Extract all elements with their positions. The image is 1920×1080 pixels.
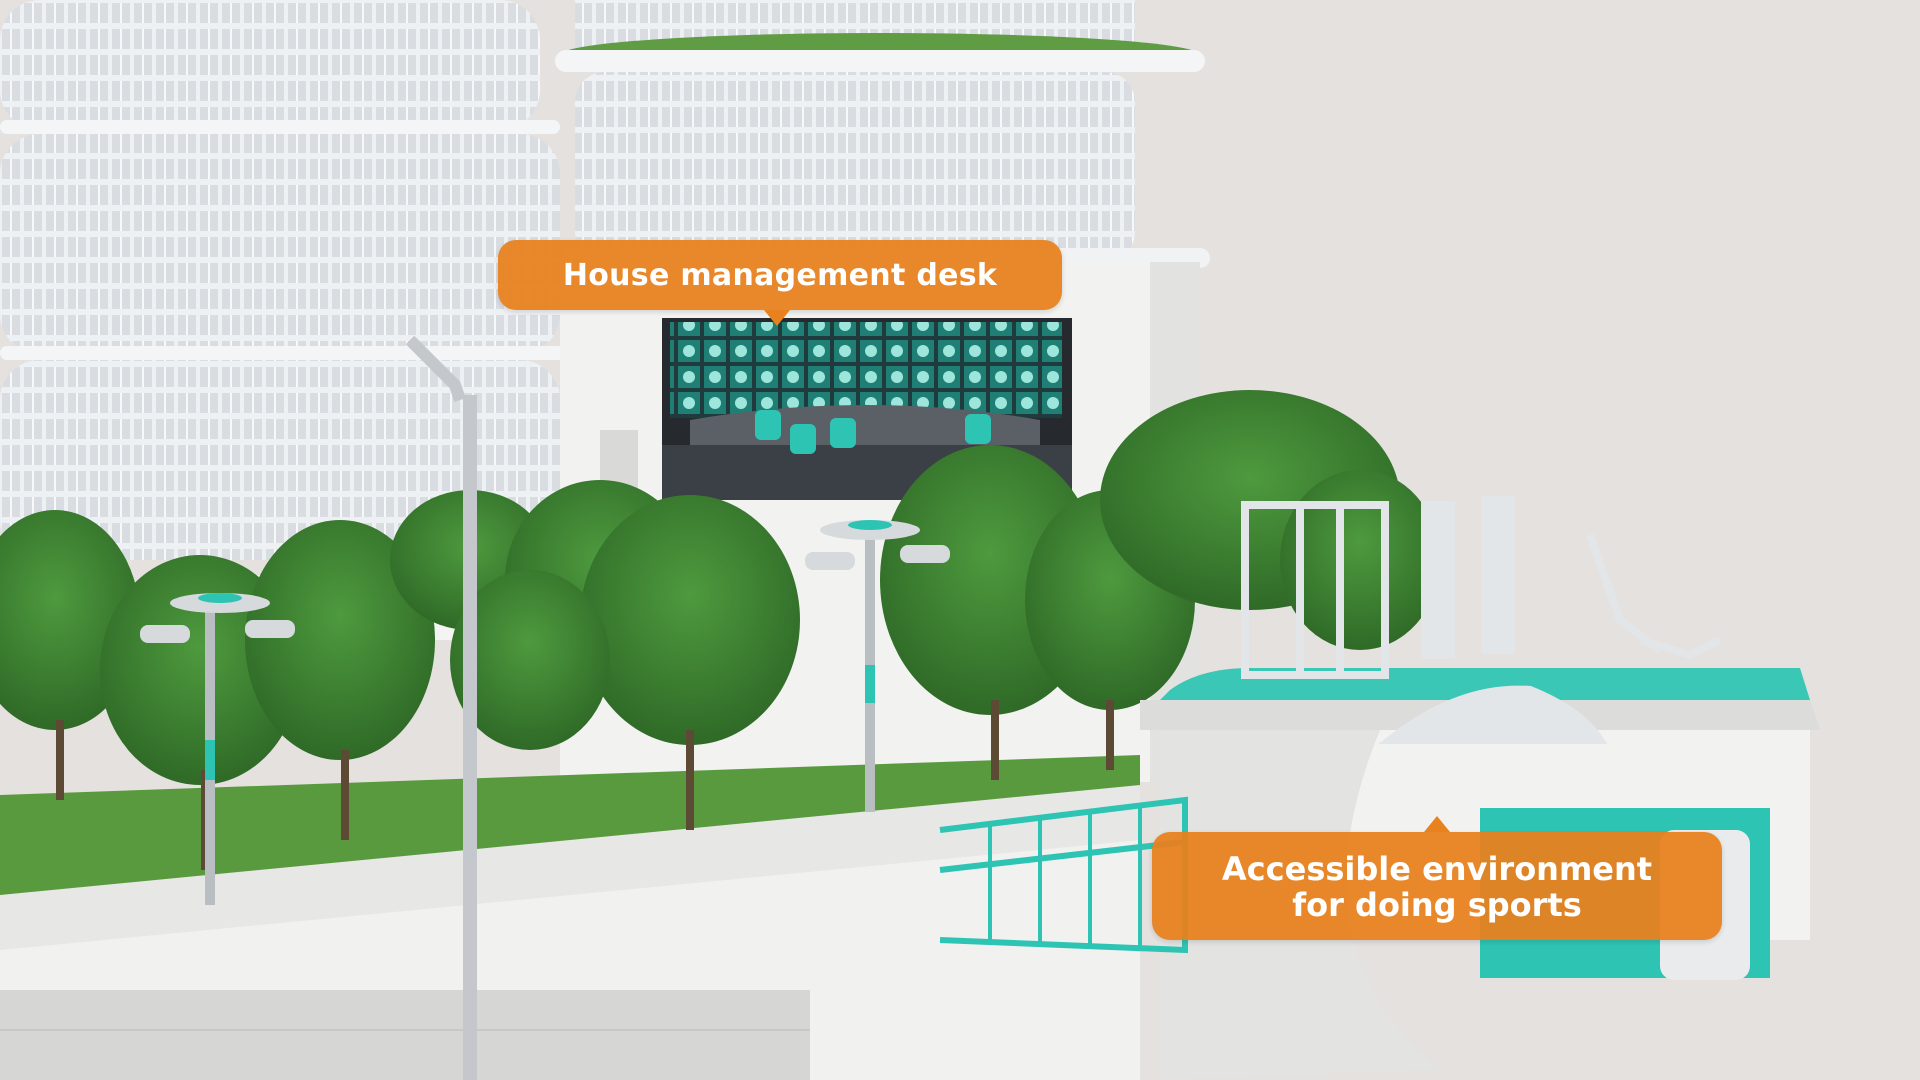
callout-pointer bbox=[764, 310, 790, 326]
callout-bubble bbox=[498, 240, 1062, 310]
callout-accessible-sports: Accessible environment for doing sports bbox=[1152, 816, 1722, 940]
camera-pole-left bbox=[140, 593, 295, 905]
trees bbox=[0, 390, 1440, 785]
street-lamp bbox=[405, 335, 477, 1080]
garden-platform bbox=[0, 755, 1140, 1080]
callout-house-management-desk: House management desk bbox=[498, 240, 1062, 326]
control-room bbox=[662, 318, 1072, 500]
callout-pointer bbox=[1424, 816, 1450, 832]
gym-equipment bbox=[1241, 496, 1722, 744]
callout-label: House management desk bbox=[562, 258, 998, 293]
callout-label-line1: Accessible environment bbox=[1221, 850, 1653, 888]
callout-label-line2: for doing sports bbox=[1292, 886, 1582, 924]
left-glass-tower bbox=[0, 0, 570, 560]
callout-bubble bbox=[1152, 832, 1722, 940]
right-glass-tower bbox=[555, 0, 1210, 268]
camera-pole-center bbox=[805, 520, 950, 812]
